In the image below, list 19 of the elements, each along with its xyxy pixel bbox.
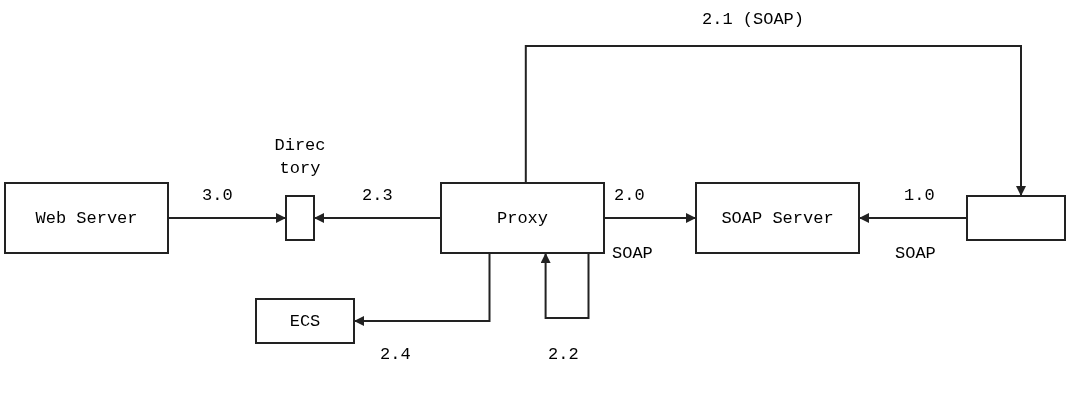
process-box xyxy=(4,182,169,254)
process-box xyxy=(440,182,605,254)
arrow xyxy=(524,45,1026,196)
process-box xyxy=(695,182,860,254)
node-label: Proxy xyxy=(496,207,549,230)
process-box xyxy=(255,298,355,344)
arrow xyxy=(604,213,696,223)
arrow xyxy=(314,213,441,223)
node-label: ECS xyxy=(288,310,322,333)
arrow xyxy=(168,213,286,223)
arrow xyxy=(859,213,967,223)
protocol-label: SOAP xyxy=(612,244,653,264)
loop-arrow xyxy=(540,253,590,319)
node-label: Web Server xyxy=(34,207,139,230)
node-label: Direc tory xyxy=(273,135,327,180)
node-label: SOAP Server xyxy=(720,207,835,230)
protocol-label: SOAP xyxy=(895,244,936,264)
empty-box xyxy=(966,195,1066,241)
arrow xyxy=(354,253,491,326)
